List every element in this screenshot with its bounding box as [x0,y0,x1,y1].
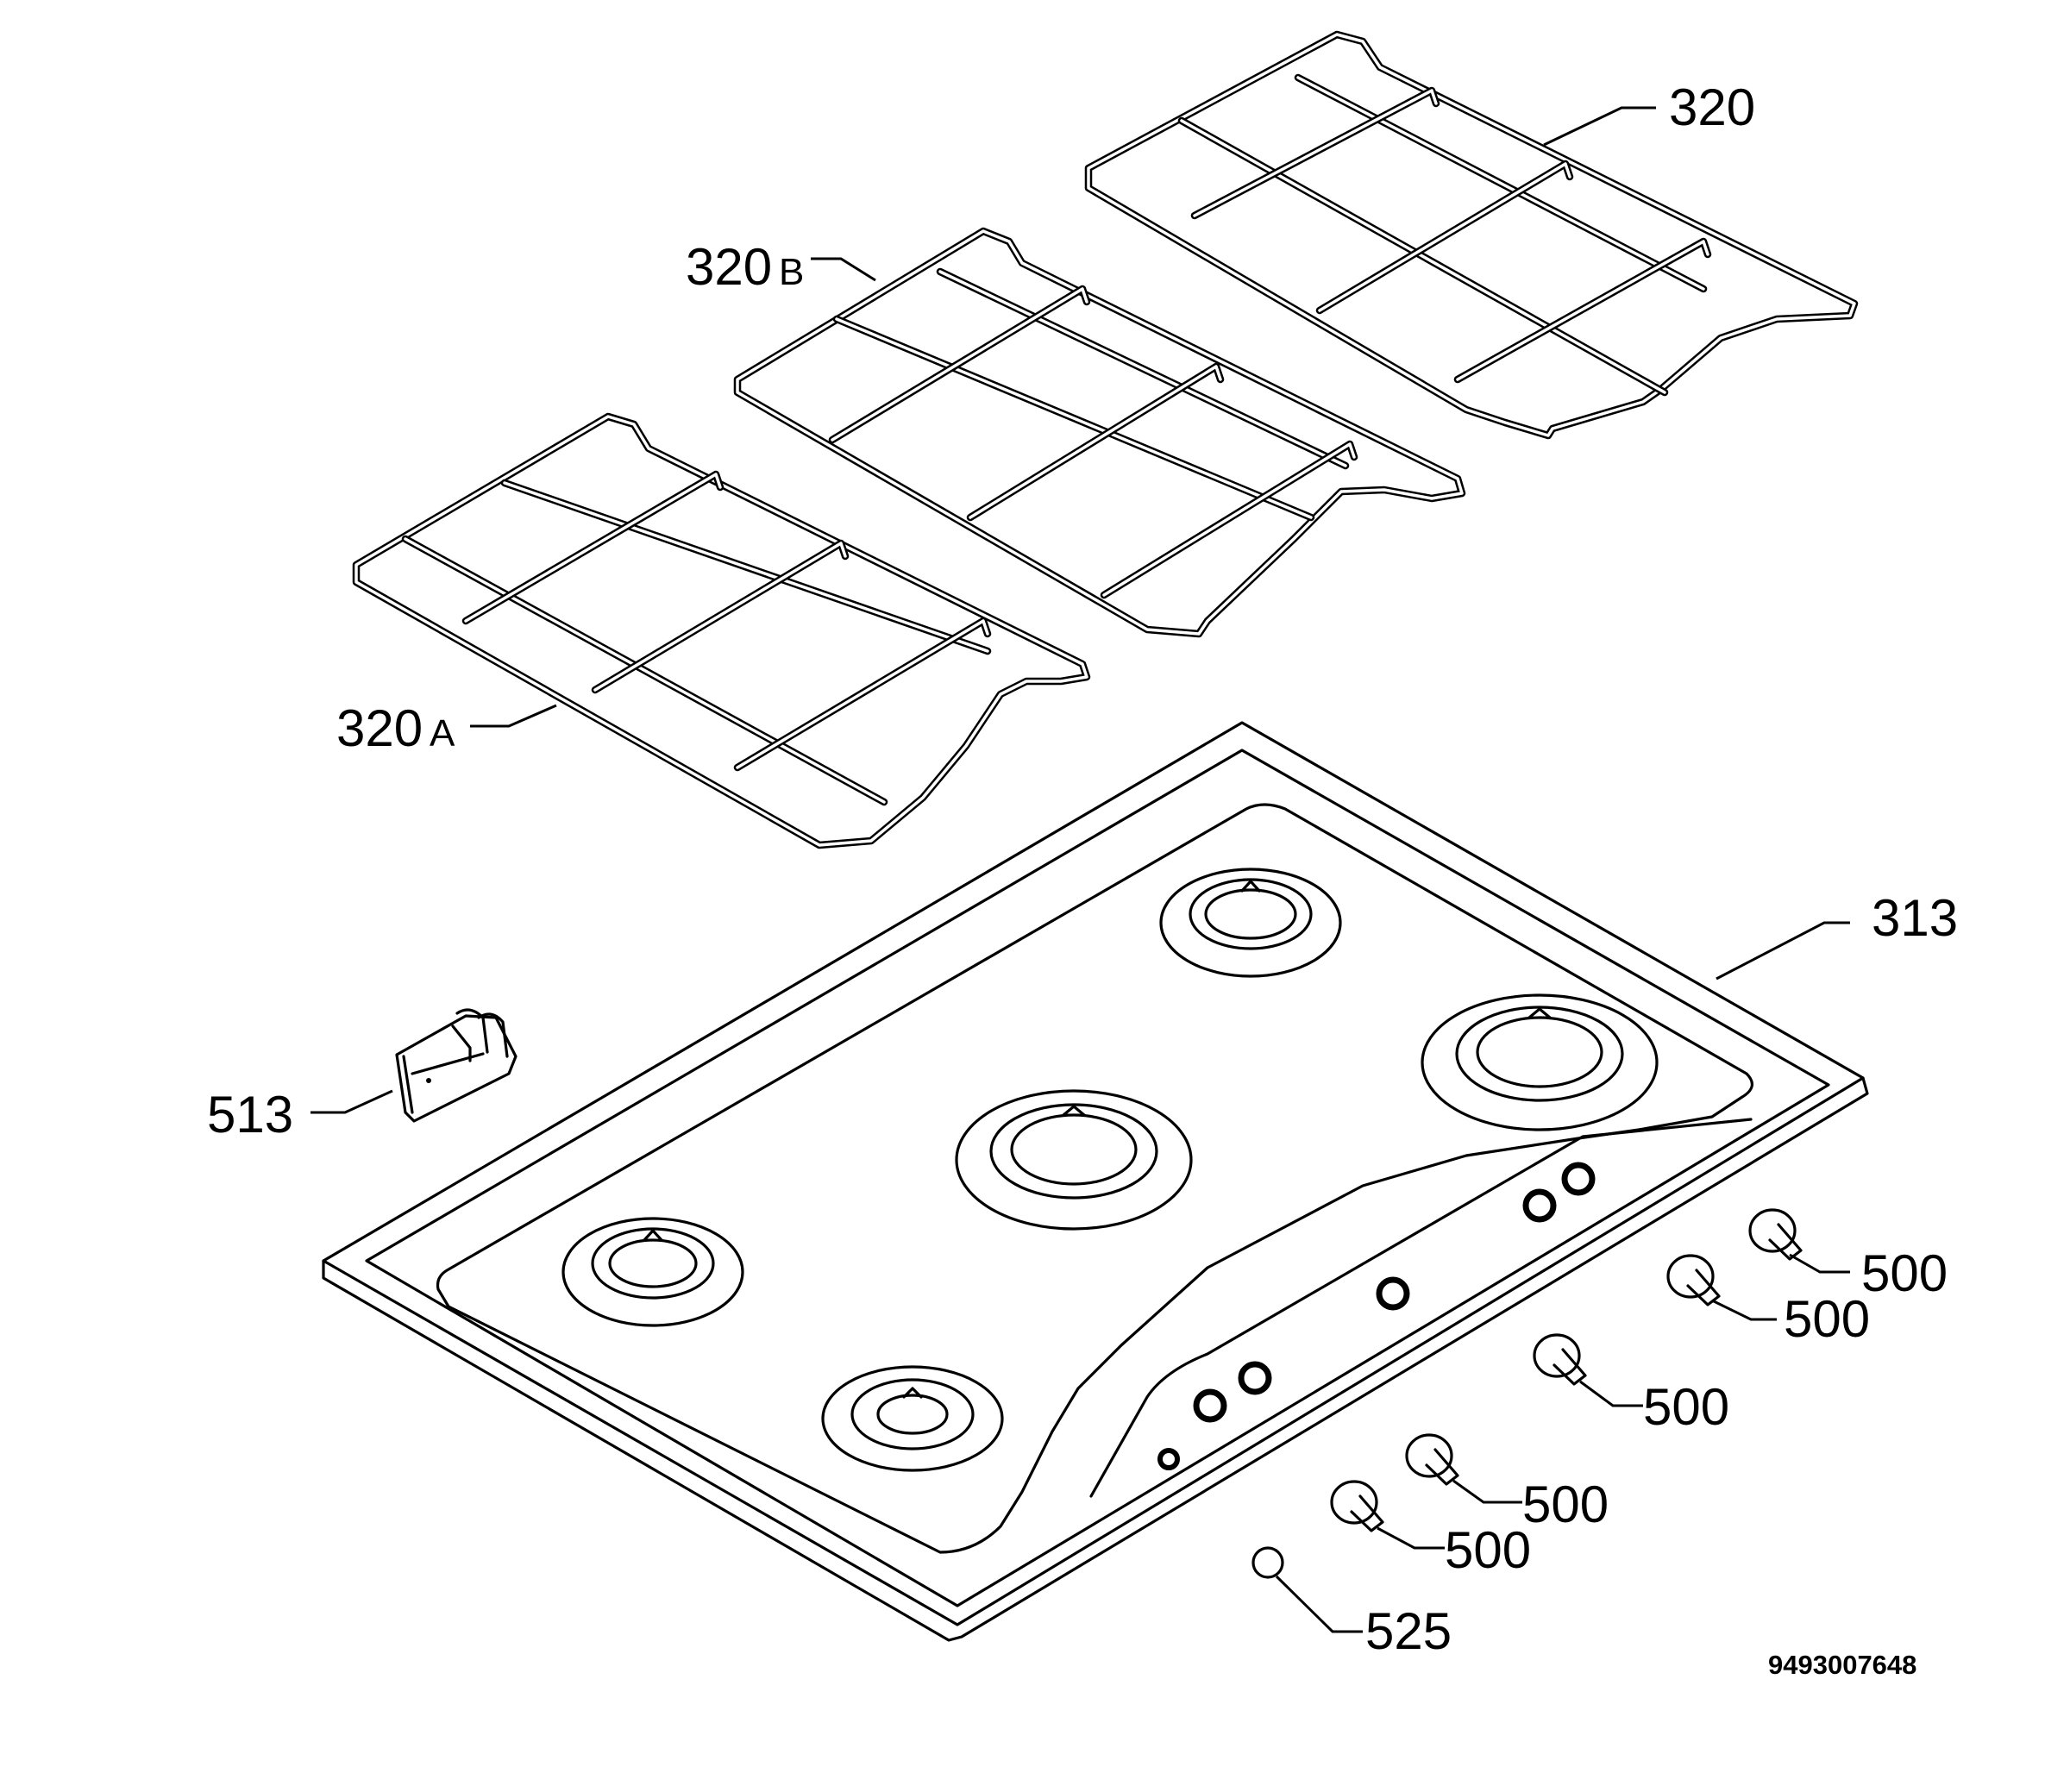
callout-500-5: 500 [1445,1521,1531,1579]
control-knob-4 [1405,1433,1459,1486]
burner-center [955,1089,1193,1231]
burner-left [561,1217,744,1327]
callout-320b-suffix: B [779,251,804,293]
callout-500-4: 500 [1522,1476,1609,1533]
control-knob-1 [1748,1208,1803,1261]
callout-320a-suffix: A [430,712,455,755]
hob-top-313 [322,721,1869,1642]
control-knob-2 [1666,1254,1721,1306]
callout-525: 525 [1365,1602,1452,1660]
callout-500-2: 500 [1784,1290,1870,1348]
callout-320: 320 [1669,78,1755,136]
leader-lines [310,106,1850,1633]
pan-support-grate-320a [352,412,1091,849]
knob-holes [1157,1162,1596,1470]
burner-front [821,1365,1004,1472]
burner-right [1421,993,1659,1131]
pan-support-grate-320b [733,227,1466,638]
document-number: 9493007648 [1768,1650,1916,1680]
bracket-513 [395,1008,518,1123]
callout-500-3: 500 [1643,1378,1729,1436]
ignition-button-525 [1251,1546,1284,1579]
callout-313: 313 [1872,889,1958,947]
callout-320b-number: 320 [686,238,772,296]
pan-support-grate-320 [1084,30,1859,440]
burner-rear-right [1159,868,1342,978]
callout-513: 513 [207,1086,293,1143]
control-knob-3 [1533,1333,1587,1386]
callout-500-1: 500 [1861,1244,1948,1302]
callout-320a-number: 320 [336,699,423,757]
control-knob-5 [1330,1480,1384,1532]
